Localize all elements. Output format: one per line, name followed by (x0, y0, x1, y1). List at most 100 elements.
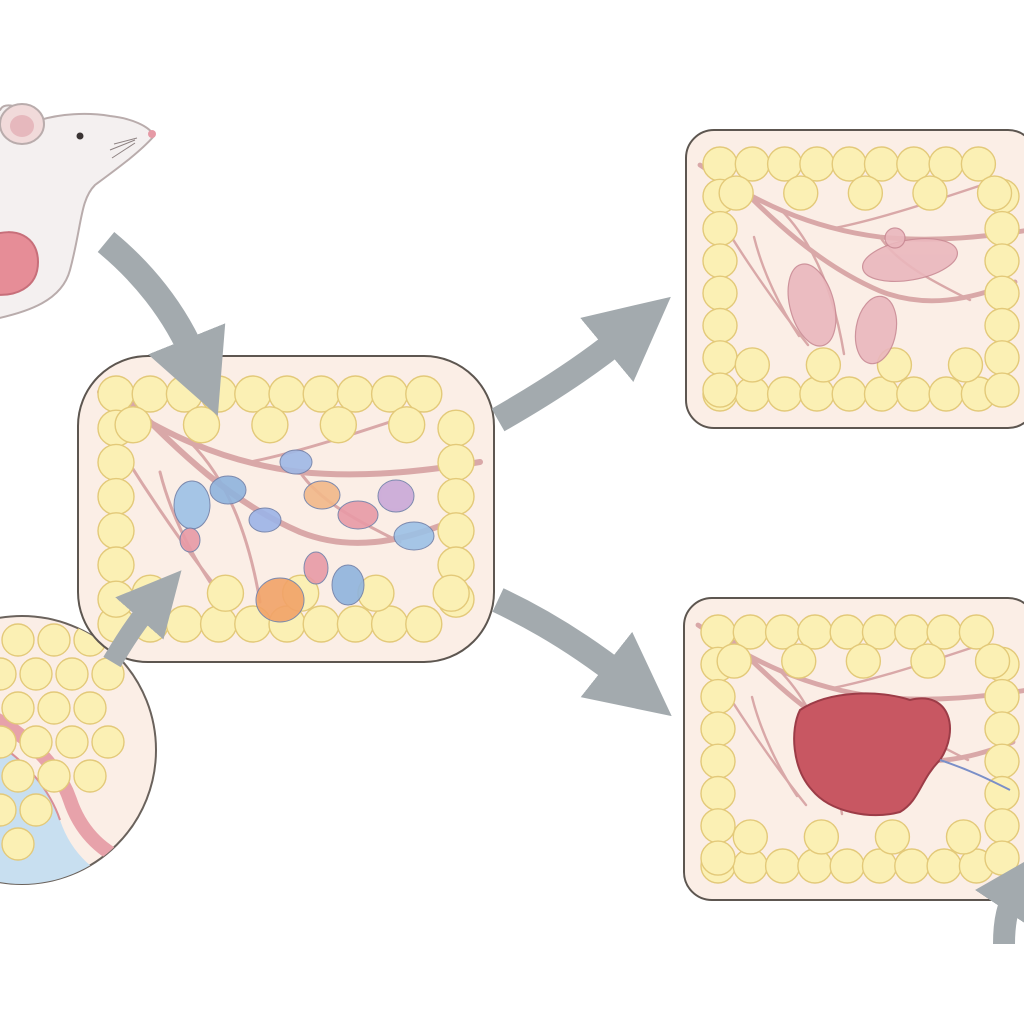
adipocyte (702, 372, 738, 408)
adipocyte (0, 793, 17, 827)
adipocyte (37, 691, 71, 725)
inset-fluid (0, 716, 156, 884)
blood-vessel (724, 171, 1018, 304)
adipocyte (97, 375, 135, 413)
adipocyte (199, 375, 238, 413)
adipocyte (165, 375, 204, 413)
mouse-nose (148, 130, 156, 138)
adipocyte (928, 376, 964, 412)
bottom-right-tumor-mass (793, 692, 1011, 817)
immune-cell (337, 500, 379, 530)
adipocyte (734, 347, 770, 383)
blood-vessel (750, 695, 799, 798)
blood-vessel (831, 641, 988, 690)
blood-vessel (158, 470, 212, 584)
adipocyte (1, 623, 35, 657)
adipocyte (831, 376, 867, 412)
immune-cell (377, 479, 415, 513)
adipocyte (984, 210, 1020, 247)
adipocyte (984, 275, 1020, 311)
adipocyte (984, 711, 1020, 747)
mouse-inner-ear (10, 115, 34, 137)
immune-cell (303, 551, 329, 585)
adipocyte (803, 819, 840, 855)
elongated-cell (862, 238, 958, 282)
inset-membrane-edge (0, 715, 61, 821)
adipocyte (37, 759, 71, 793)
adipocyte (388, 406, 426, 444)
adipocyte (19, 725, 53, 759)
adipocyte (910, 643, 946, 679)
immune-cell (331, 564, 365, 606)
adipocyte (805, 347, 842, 383)
adipocyte (370, 375, 409, 413)
adipocyte (234, 375, 272, 413)
adipocyte (716, 643, 752, 679)
adipocyte (206, 574, 245, 612)
adipocyte (984, 775, 1020, 812)
adipocyte (797, 848, 833, 884)
adipocyte (894, 848, 930, 884)
arrow-center-to-bottom-right (492, 588, 672, 717)
adipocyte (700, 711, 736, 747)
adipocyte (437, 512, 475, 550)
adipocyte (984, 243, 1020, 279)
elongated-cell (787, 263, 837, 347)
adipocyte (766, 376, 803, 412)
adipocyte (700, 678, 736, 715)
adipocyte (73, 691, 107, 725)
adipocyte (165, 605, 204, 643)
adipocyte (718, 175, 754, 211)
adipocyte (702, 340, 738, 376)
adipocyte (702, 307, 738, 344)
adipocyte (984, 743, 1020, 779)
adipocyte (302, 605, 340, 643)
bottom-right-adipocytes (700, 614, 1020, 884)
adipocyte (702, 243, 738, 279)
immune-cell (173, 480, 211, 530)
mouse-eye (76, 132, 84, 140)
adipocyte (97, 443, 135, 482)
adipocyte (437, 443, 475, 482)
adipocyte (131, 375, 169, 413)
panel-bottom-right (683, 597, 1024, 901)
adipocyte (437, 477, 475, 516)
adipocyte (1, 827, 35, 861)
arrow-inset-to-center (103, 570, 182, 668)
adipocyte (781, 643, 817, 679)
adipocyte (874, 819, 911, 855)
mouse-whiskers (109, 137, 138, 159)
blood-vessel (752, 235, 801, 338)
tumor-mass (793, 692, 951, 817)
mouse-illustration (0, 103, 156, 319)
adipocyte (97, 512, 135, 550)
immune-cell (279, 449, 313, 475)
adipocyte (73, 759, 107, 793)
adipocyte (926, 848, 962, 884)
adipocyte (947, 347, 984, 383)
adipocyte (700, 808, 736, 844)
adipocyte (319, 406, 357, 444)
blood-vessel (188, 440, 262, 604)
adipocyte (984, 678, 1020, 715)
adipocyte (432, 574, 470, 612)
tumor-vessel (939, 759, 1011, 791)
adipocyte (55, 657, 89, 691)
adipocyte (97, 477, 135, 516)
adipocyte (405, 375, 443, 413)
immune-cell (393, 521, 435, 551)
top-right-elongated-cells (787, 227, 958, 365)
tissue-inset (0, 615, 157, 885)
adipocyte (405, 605, 443, 643)
elongated-cell (884, 227, 906, 249)
adipocyte (984, 307, 1020, 344)
adipocyte (1, 759, 35, 793)
adipocyte (700, 775, 736, 812)
adipocyte (97, 546, 135, 584)
flow-arrows (97, 231, 1024, 945)
adipocyte (37, 623, 71, 657)
adipocyte (702, 275, 738, 311)
adipocyte (182, 406, 221, 444)
adipocyte (958, 614, 995, 650)
